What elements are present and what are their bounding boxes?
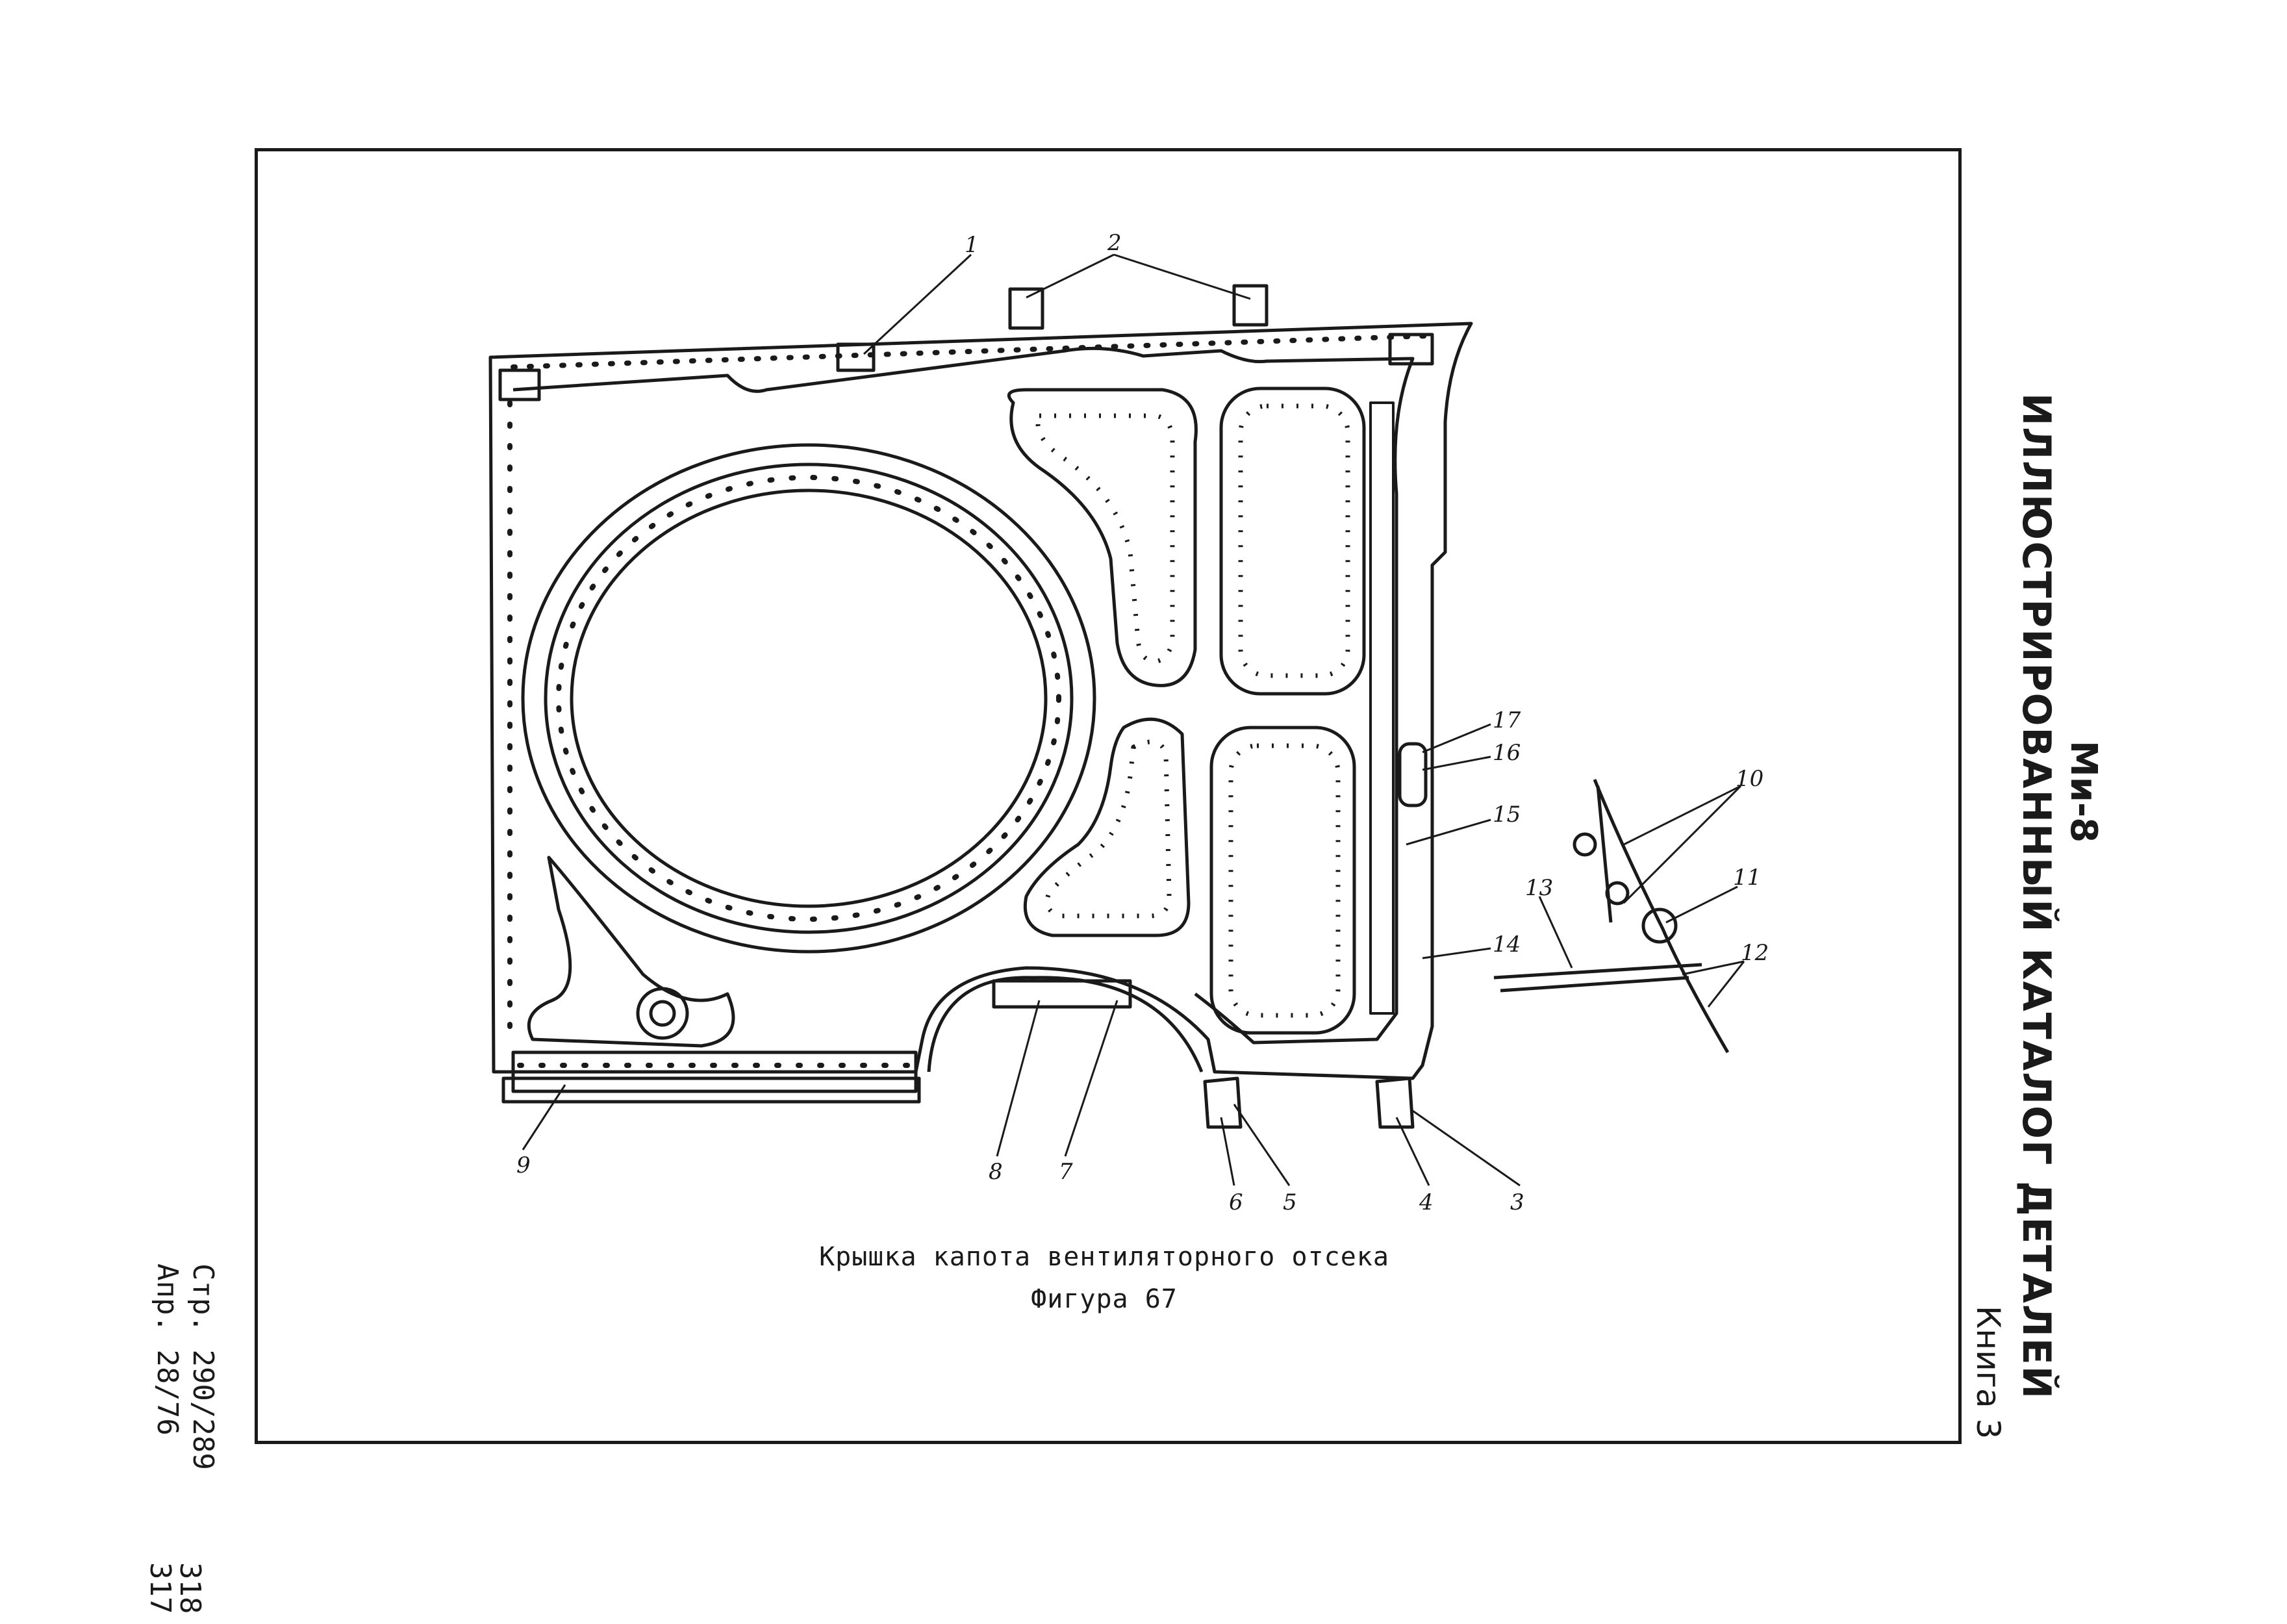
callout-5: 5	[1283, 1189, 1297, 1215]
figure-frame	[255, 148, 1962, 1444]
fitting-top-right	[1232, 284, 1269, 327]
window-lower-mid	[1023, 717, 1191, 937]
leader-5	[1233, 1104, 1291, 1186]
latch-fitting	[636, 987, 689, 1040]
window-lower-right-inner	[1228, 743, 1341, 1018]
leader-11	[1665, 885, 1738, 924]
latch-fitting-inner	[649, 1000, 676, 1027]
fan-opening-rivets	[556, 475, 1061, 922]
window-upper-right-inner	[1238, 403, 1350, 678]
sheet-number-top: 318	[173, 1562, 207, 1614]
callout-12: 12	[1741, 940, 1769, 966]
leader-17	[1422, 723, 1491, 754]
catalog-title: ИЛЛЮСТРИРОВАННЫЙ КАТАЛОГ ДЕТАЛЕЙ	[2014, 393, 2059, 1400]
figure-caption: Крышка капота вентиляторного отсека	[819, 1242, 1389, 1272]
detail-bolt	[1573, 832, 1597, 857]
callout-4: 4	[1419, 1189, 1434, 1215]
leader-7	[1064, 1000, 1118, 1157]
callout-3: 3	[1510, 1189, 1524, 1215]
leader-10a	[1623, 785, 1741, 846]
gusset-lower-left	[527, 856, 735, 1048]
lock-housing	[1398, 742, 1428, 807]
callout-6: 6	[1229, 1189, 1243, 1215]
callout-10: 10	[1736, 766, 1763, 792]
callout-1: 1	[965, 232, 979, 258]
fan-opening-outer	[521, 443, 1096, 954]
leader-12a	[1682, 960, 1745, 976]
figure-number: Фигура 67	[1031, 1284, 1178, 1314]
hinge-strip-base	[501, 1076, 921, 1104]
panel-outline	[488, 322, 1473, 1080]
callout-13: 13	[1525, 875, 1553, 901]
leader-15	[1406, 818, 1491, 846]
fan-opening-ring	[544, 463, 1074, 934]
fitting-corner-left	[498, 368, 541, 401]
detail-bolt-2	[1605, 881, 1630, 906]
leader-16	[1422, 755, 1491, 771]
leader-2b	[1113, 253, 1251, 300]
fan-opening-inner	[570, 488, 1048, 908]
hinge-lug-left	[1203, 1076, 1243, 1129]
callout-16: 16	[1493, 740, 1521, 766]
leader-6	[1220, 1117, 1235, 1186]
callout-9: 9	[516, 1152, 531, 1178]
callout-8: 8	[989, 1159, 1003, 1185]
hinge-lug-right	[1375, 1076, 1415, 1129]
callout-11: 11	[1733, 865, 1761, 891]
callout-17: 17	[1493, 707, 1521, 733]
stiffener-strip	[1369, 401, 1395, 1015]
model-name: Ми-8	[2062, 741, 2104, 843]
panel-inner-edge	[512, 346, 1415, 1045]
leader-2a	[1026, 253, 1115, 299]
detail-base-plate-lower	[1500, 976, 1689, 993]
fitting-item-1	[836, 342, 876, 372]
page-reference: Стр. 290/289	[186, 1263, 220, 1470]
callout-15: 15	[1493, 802, 1521, 828]
window-upper-mid-inner	[1035, 413, 1175, 664]
detail-pin	[1641, 907, 1678, 944]
book-number: Книга 3	[1969, 1306, 2007, 1440]
rivet-row-top	[511, 333, 1432, 370]
leader-12b	[1707, 961, 1745, 1008]
window-lower-right	[1209, 726, 1356, 1035]
leader-14	[1422, 947, 1491, 959]
leader-8	[996, 1000, 1041, 1157]
arch-bracket	[992, 979, 1132, 1009]
fitting-top-left	[1008, 287, 1044, 330]
leader-10b	[1623, 785, 1742, 904]
leader-9	[522, 1084, 566, 1150]
fitting-corner-right	[1388, 333, 1434, 366]
callout-7: 7	[1059, 1159, 1073, 1185]
leader-1	[863, 253, 972, 355]
leader-3	[1412, 1110, 1521, 1187]
leader-4	[1395, 1117, 1430, 1186]
callout-2: 2	[1107, 230, 1122, 256]
detail-base-plate	[1493, 963, 1702, 980]
bottom-arch	[927, 976, 1204, 1072]
window-lower-mid-inner	[1044, 739, 1172, 919]
window-upper-right	[1219, 387, 1366, 696]
detail-bracket	[1593, 779, 1730, 1054]
leader-13	[1538, 896, 1573, 969]
apr-reference: Апр. 28/76	[151, 1263, 184, 1436]
hinge-strip	[511, 1050, 918, 1093]
callout-14: 14	[1493, 932, 1521, 958]
window-upper-mid	[1007, 388, 1198, 687]
sheet-number-bottom: 317	[144, 1562, 177, 1614]
